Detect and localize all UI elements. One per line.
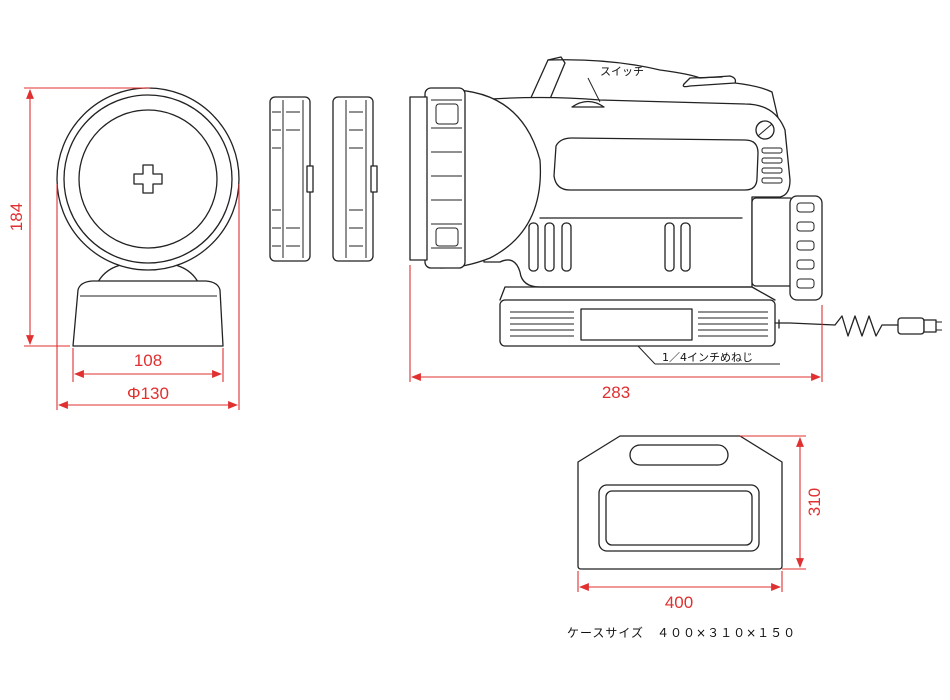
case-size-caption: ケースサイズ ４００×３１０×１５０ [567,625,796,640]
plug-icon [897,317,925,335]
switch-label: スイッチ [600,65,644,78]
dim-diameter: Φ130 [127,384,169,403]
dimension-lines [24,87,823,592]
dim-height-front: 184 [7,203,26,231]
dim-width-base: 108 [134,351,162,370]
dim-case-width: 400 [665,593,693,612]
case-view [577,435,783,570]
switch-button [571,100,605,108]
filter-piece-1 [269,96,314,262]
side-view [409,56,942,347]
cross-icon [133,164,163,194]
filter-piece-2 [332,96,378,262]
dim-case-height: 310 [805,488,824,516]
dim-length-side: 283 [602,383,630,402]
front-view [56,87,240,347]
screw-label: 1／4インチめねじ [662,351,753,364]
